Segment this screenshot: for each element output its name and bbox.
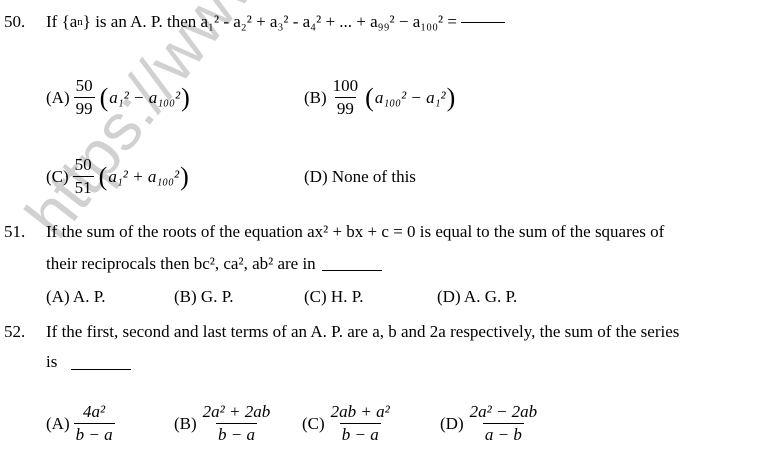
stem-text: their reciprocals then bc², ca², ab² are… <box>46 254 316 273</box>
option-51-a[interactable]: (A) A. P. <box>46 287 106 307</box>
option-text: (A) A. P. <box>46 287 106 306</box>
stem-text: If {a <box>46 12 78 31</box>
stem-text: If the first, second and last terms of a… <box>46 322 680 341</box>
denominator: b − a <box>73 423 115 444</box>
option-expression: a₁² + a₁₀₀² <box>108 166 180 186</box>
option-52-c[interactable]: (C) 2ab + a² b − a <box>302 402 396 445</box>
option-51-d[interactable]: (D) A. G. P. <box>437 287 517 307</box>
denominator: b − a <box>339 423 381 444</box>
series-expression: a₁² - a₂² + a₃² - a₄² + ... + a₉₉² − a₁₀… <box>200 12 457 31</box>
option-52-d[interactable]: (D) 2a² − 2ab a − b <box>440 402 543 445</box>
option-label: (B) <box>174 413 197 433</box>
question-number: 50. <box>4 12 26 31</box>
numerator: 100 <box>332 76 359 95</box>
option-52-b[interactable]: (B) 2a² + 2ab b − a <box>174 402 276 445</box>
question-number: 52. <box>4 322 26 341</box>
option-text: None of this <box>331 167 416 186</box>
stem-subscript: n <box>77 16 83 28</box>
option-label: (B) <box>304 87 327 107</box>
numerator: 4a² <box>83 402 106 421</box>
option-text: (C) H. P. <box>304 287 364 306</box>
option-text: (D) A. G. P. <box>437 287 518 306</box>
fraction: 2a² − 2ab a − b <box>468 402 540 445</box>
denominator: 99 <box>334 97 356 118</box>
stem-text: If the sum of the roots of the equation … <box>46 222 665 241</box>
option-51-b[interactable]: (B) G. P. <box>174 287 234 307</box>
denominator: 99 <box>73 97 95 118</box>
option-label: (C) <box>302 413 325 433</box>
watermark: https://www.studiest <box>10 0 429 251</box>
option-label: (C) <box>46 166 69 186</box>
option-label: (D) <box>304 167 328 186</box>
option-text: (B) G. P. <box>174 287 234 306</box>
question-52-line-2: is <box>46 352 132 372</box>
option-51-c[interactable]: (C) H. P. <box>304 287 364 307</box>
fraction: 4a² b − a <box>73 402 115 445</box>
answer-blank <box>71 368 132 370</box>
option-expression: a₁² − a₁₀₀² <box>109 87 181 107</box>
denominator: 51 <box>72 176 94 197</box>
numerator: 50 <box>75 76 93 95</box>
option-label: (A) <box>46 87 70 107</box>
option-50-d[interactable]: (D) None of this <box>304 167 416 187</box>
numerator: 50 <box>74 155 92 174</box>
numerator: 2ab + a² <box>330 402 390 421</box>
question-51-line-1: 51. If the sum of the roots of the equat… <box>4 222 664 242</box>
stem-text: is <box>46 352 58 371</box>
answer-blank <box>321 269 382 271</box>
denominator: a − b <box>482 423 524 444</box>
answer-blank <box>460 21 505 23</box>
fraction: 2a² + 2ab b − a <box>201 402 273 445</box>
denominator: b − a <box>215 423 257 444</box>
question-number: 51. <box>4 222 26 241</box>
option-label: (A) <box>46 413 70 433</box>
question-51-line-2: their reciprocals then bc², ca², ab² are… <box>46 254 382 274</box>
numerator: 2a² + 2ab <box>202 402 271 421</box>
option-expression: a₁₀₀² − a₁² <box>374 87 446 107</box>
stem-text: } is an A. P. then <box>82 12 201 31</box>
option-label: (D) <box>440 413 464 433</box>
question-52-line-1: 52. If the first, second and last terms … <box>4 322 679 342</box>
fraction: 2ab + a² b − a <box>329 402 392 445</box>
option-52-a[interactable]: (A) 4a² b − a <box>46 402 119 445</box>
numerator: 2a² − 2ab <box>469 402 538 421</box>
